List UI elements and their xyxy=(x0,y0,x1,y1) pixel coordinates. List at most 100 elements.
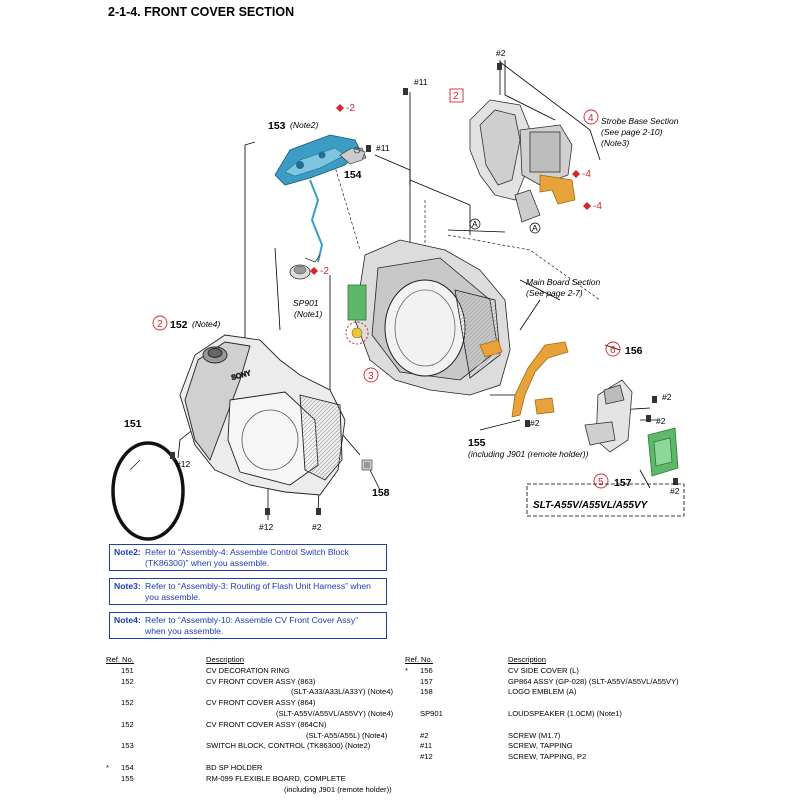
part-154-bd-sp-holder xyxy=(339,146,366,165)
diamond-label: -4 xyxy=(582,169,591,180)
table-cell: CV FRONT COVER ASSY (864CN) xyxy=(206,719,327,729)
table-cell: * xyxy=(405,665,408,675)
callout-158: 158 xyxy=(372,487,390,499)
screw-icon xyxy=(652,396,657,403)
table-cell: GP864 ASSY (GP-028) (SLT-A55V/A55VL/A55V… xyxy=(508,676,679,686)
diamond-label: -2 xyxy=(320,266,329,277)
circled-number: 3 xyxy=(368,371,374,382)
table-row: (SLT-A55/A55L) (Note4) xyxy=(106,731,396,742)
table-row: 158 LOGO EMBLEM (A) xyxy=(405,687,695,698)
table-cell: 152 xyxy=(121,698,134,708)
callout-155-sub: (including J901 (remote holder)) xyxy=(468,449,589,459)
part-156-side-cover xyxy=(584,379,633,453)
table-row: (including J901 (remote holder)) xyxy=(106,785,396,796)
diamond-icon xyxy=(310,267,318,275)
page-title: 2-1-4. FRONT COVER SECTION xyxy=(108,5,295,19)
callout-153-note: (Note2) xyxy=(290,120,319,130)
callout-154: 154 xyxy=(344,169,362,181)
table-cell: 156 xyxy=(420,665,433,675)
table-cell: CV SIDE COVER (L) xyxy=(508,665,579,675)
screw-icon xyxy=(366,145,371,152)
table-row: * 156 CV SIDE COVER (L) xyxy=(405,666,695,677)
screw-icons xyxy=(170,63,678,515)
table-cell: 158 xyxy=(420,687,433,697)
screw-label: #12 xyxy=(176,459,190,469)
table-cell: #2 xyxy=(420,730,429,740)
strobe-base-section xyxy=(469,99,576,223)
screw-label: #2 xyxy=(656,416,666,426)
part-157-gp864-assy xyxy=(647,427,679,477)
note-text: you assemble. xyxy=(145,591,201,602)
circled-number: 5 xyxy=(598,477,604,488)
boxed-number: 2 xyxy=(453,91,459,102)
part-sp901-speaker xyxy=(289,254,321,280)
screw-icon xyxy=(316,508,321,515)
table-cell: 151 xyxy=(121,665,134,675)
table-cell: SP901 xyxy=(420,708,443,718)
circled-number: 4 xyxy=(588,113,594,124)
callout-157: 157 xyxy=(614,477,632,489)
ref-no-header: Ref. No. xyxy=(106,655,134,664)
table-cell: 152 xyxy=(121,676,134,686)
callout-sp901: SP901 xyxy=(293,298,319,308)
circled-number: 6 xyxy=(610,345,616,356)
note-text: (TK86300)” when you assemble. xyxy=(145,557,270,568)
red-diamond-icons xyxy=(310,104,591,275)
note-4: Note4: Refer to “Assembly-10: Assemble CV… xyxy=(109,612,387,639)
callout-152-note: (Note4) xyxy=(192,319,221,329)
screw-icon xyxy=(170,452,175,459)
table-row xyxy=(405,720,695,731)
part-152-front-cover: SONY xyxy=(179,334,346,496)
parts-list-right: Ref. No. Description * 156 CV SIDE COVER (… xyxy=(405,655,695,763)
screw-label: #11 xyxy=(414,77,428,87)
callout-153: 153 xyxy=(268,120,286,132)
screw-label: #12 xyxy=(259,522,273,532)
table-cell: BD SP HOLDER xyxy=(206,762,263,772)
table-cell: * xyxy=(106,762,109,772)
note-text: Refer to “Assembly-3: Routing of Flash U… xyxy=(145,581,371,591)
note-tag: Note2: xyxy=(114,547,141,557)
table-cell: LOUDSPEAKER (1.0CM) (Note1) xyxy=(508,708,622,718)
mainboard-section-page: (See page 2-7) xyxy=(526,288,583,298)
screw-label: #2 xyxy=(530,418,540,428)
part-155-flexible-board xyxy=(479,339,569,418)
strobe-section-note: (Note3) xyxy=(601,138,630,148)
table-row: 153 SWITCH BLOCK, CONTROL (TK86300) (Note… xyxy=(106,741,396,752)
circled-number: 2 xyxy=(157,319,163,330)
note-3: Note3: Refer to “Assembly-3: Routing of F… xyxy=(109,578,387,605)
table-row xyxy=(405,698,695,709)
note-tag: Note3: xyxy=(114,581,141,591)
diamond-icon xyxy=(572,170,580,178)
table-cell: SWITCH BLOCK, CONTROL (TK86300) (Note2) xyxy=(206,741,371,751)
table-cell: (including J901 (remote holder)) xyxy=(284,784,392,794)
table-cell: 153 xyxy=(121,741,134,751)
mainboard-section-label: Main Board Section xyxy=(526,277,600,287)
table-cell: CV FRONT COVER ASSY (863) xyxy=(206,676,316,686)
circled-number-icons xyxy=(152,88,621,489)
table-cell: 152 xyxy=(121,719,134,729)
ref-a-markers xyxy=(469,218,541,234)
table-cell: LOGO EMBLEM (A) xyxy=(508,687,577,697)
note-text: Refer to “Assembly-4: Assemble Control S… xyxy=(145,547,349,557)
screw-label: #2 xyxy=(662,392,672,402)
screw-icon xyxy=(525,420,530,427)
note-tag: Note4: xyxy=(114,615,141,625)
screw-label: #11 xyxy=(376,143,390,153)
note-text: Refer to “Assembly-10: Assemble CV Front… xyxy=(145,615,359,625)
description-header: Description xyxy=(508,655,546,664)
table-cell: #12 xyxy=(420,752,433,762)
callout-sp901-note: (Note1) xyxy=(294,309,323,319)
screw-icon xyxy=(265,508,270,515)
table-cell: SCREW, TAPPING xyxy=(508,741,573,751)
ref-no-header: Ref. No. xyxy=(405,655,433,664)
note-2: Note2: Refer to “Assembly-4: Assemble Con… xyxy=(109,544,387,571)
screw-icon xyxy=(673,478,678,485)
ref-a-label: A xyxy=(472,219,478,229)
description-header: Description xyxy=(206,655,244,664)
screw-icon xyxy=(497,63,502,70)
